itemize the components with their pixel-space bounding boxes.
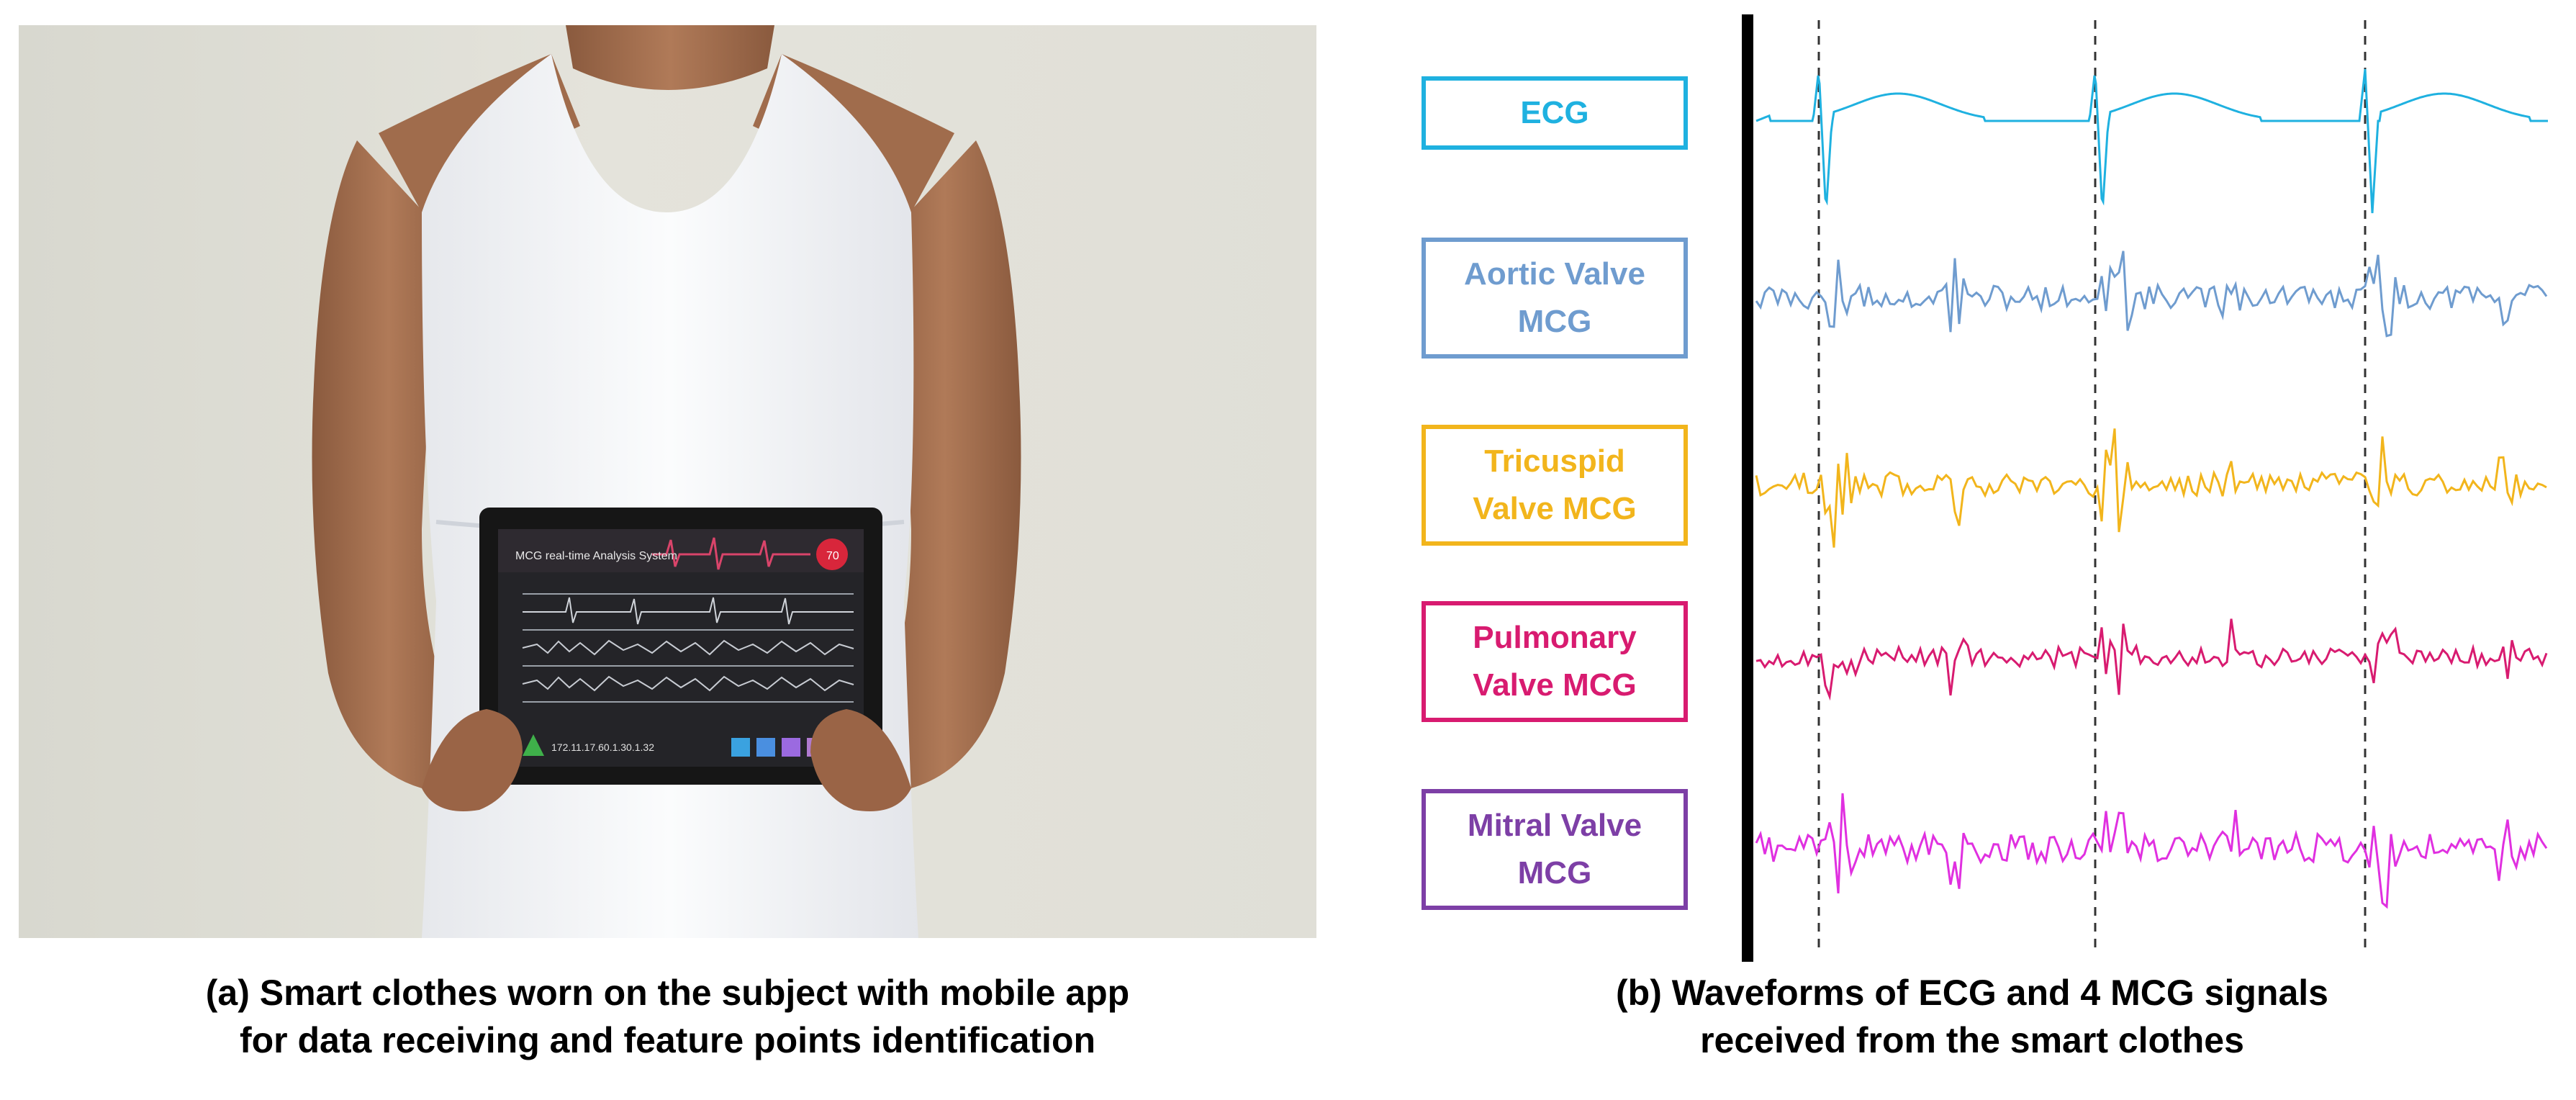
subject-photo: MCG real-time Analysis System 70 172.11.… (19, 25, 1316, 938)
trace-tricuspid-valve-mcg (1755, 428, 2547, 548)
label-aortic-line1: Aortic Valve (1464, 256, 1645, 292)
tablet-heart-rate: 70 (826, 550, 839, 562)
label-mitral-line1: Mitral Valve (1467, 808, 1642, 843)
label-tricuspid-valve-mcg: Tricuspid Valve MCG (1422, 425, 1688, 546)
tablet-ip: 172.11.17.60.1.30.1.32 (551, 741, 654, 753)
caption-a-line2: for data receiving and feature points id… (239, 1020, 1096, 1060)
label-aortic-line2: MCG (1517, 304, 1592, 339)
tablet-device (479, 508, 882, 785)
caption-panel-a: (a) Smart clothes worn on the subject wi… (19, 969, 1316, 1064)
caption-panel-b: (b) Waveforms of ECG and 4 MCG signals r… (1411, 969, 2534, 1064)
time-axis-bar (1742, 14, 1753, 962)
label-tricuspid-line2: Valve MCG (1473, 491, 1637, 526)
photo-illustration: MCG real-time Analysis System 70 172.11.… (312, 25, 1021, 938)
trace-aortic-valve-mcg (1755, 251, 2548, 338)
waveform-plot (1742, 14, 2548, 962)
label-pulmonary-line1: Pulmonary (1473, 620, 1637, 655)
right-hand (810, 709, 911, 811)
neck (566, 25, 774, 90)
caption-b-line2: received from the smart clothes (1700, 1020, 2244, 1060)
label-ecg: ECG (1422, 76, 1688, 150)
left-hand (422, 709, 523, 811)
caption-a-line1: (a) Smart clothes worn on the subject wi… (205, 973, 1130, 1013)
caption-b-line1: (b) Waveforms of ECG and 4 MCG signals (1616, 973, 2328, 1013)
trace-ecg (1755, 68, 2548, 214)
smart-clothes (422, 54, 918, 938)
trace-mitral-valve-mcg (1755, 793, 2548, 909)
trace-pulmonary-valve-mcg (1755, 618, 2548, 701)
label-mitral-valve-mcg: Mitral Valve MCG (1422, 789, 1688, 910)
tablet-title: MCG real-time Analysis System (515, 550, 677, 562)
label-aortic-valve-mcg: Aortic Valve MCG (1422, 238, 1688, 359)
label-pulmonary-valve-mcg: Pulmonary Valve MCG (1422, 601, 1688, 722)
label-mitral-line2: MCG (1517, 855, 1592, 891)
label-pulmonary-line2: Valve MCG (1473, 667, 1637, 703)
label-ecg-line1: ECG (1520, 95, 1589, 130)
label-tricuspid-line1: Tricuspid (1484, 443, 1625, 479)
